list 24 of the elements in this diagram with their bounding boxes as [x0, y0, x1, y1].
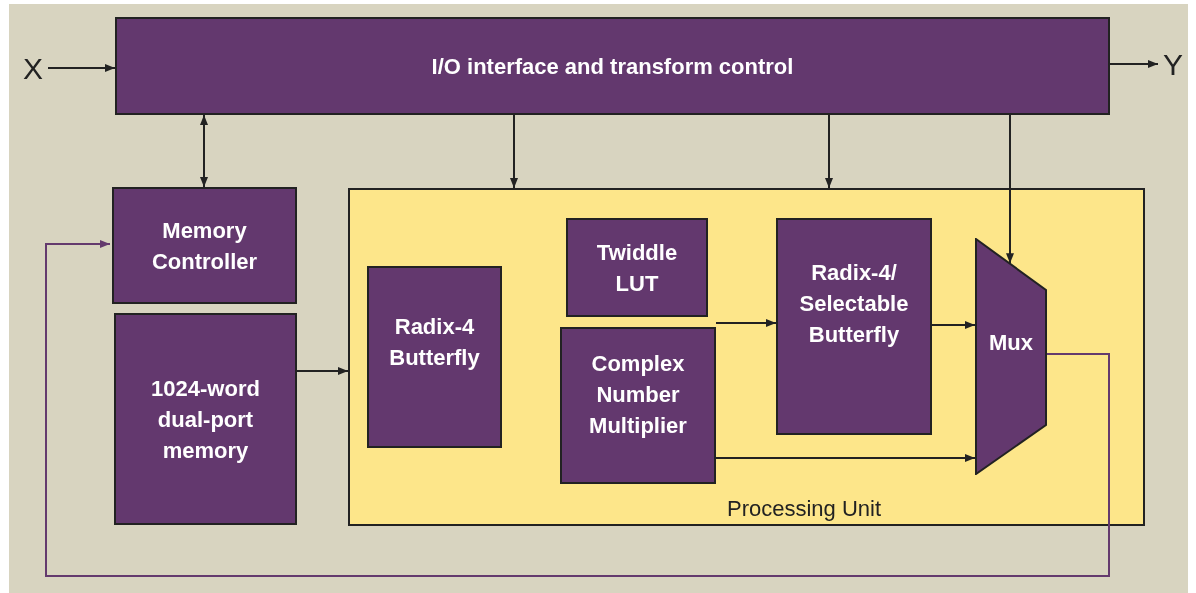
- arrow: [715, 454, 976, 462]
- lut-block: Twiddle LUT: [566, 218, 708, 317]
- arrow: [931, 321, 976, 329]
- memory-controller-block: Memory Controller: [112, 187, 297, 304]
- arrow: [47, 64, 116, 72]
- arrow: [510, 114, 518, 189]
- multiplier-block: Complex Number Multiplier: [560, 327, 716, 484]
- arrow: [45, 240, 1110, 577]
- arrow: [1006, 114, 1014, 265]
- arrow: [296, 367, 349, 375]
- arrow: [1109, 60, 1159, 68]
- arrow: [200, 114, 208, 188]
- io-control-block: I/O interface and transform control: [115, 17, 1110, 115]
- block-label: Mux: [989, 330, 1033, 356]
- panel-label: Processing Unit: [725, 496, 883, 522]
- butterfly-block: Radix-4 Butterfly: [367, 266, 502, 448]
- input-label: X: [18, 50, 48, 88]
- output-label: Y: [1158, 46, 1188, 84]
- arrow: [825, 114, 833, 189]
- multiplexer: [975, 238, 1047, 475]
- selectable-butterfly-block: Radix-4/ Selectable Butterfly: [776, 218, 932, 435]
- memory-block: 1024-word dual-port memory: [114, 313, 297, 525]
- processing-unit-panel: [348, 188, 1145, 526]
- arrow: [715, 319, 777, 327]
